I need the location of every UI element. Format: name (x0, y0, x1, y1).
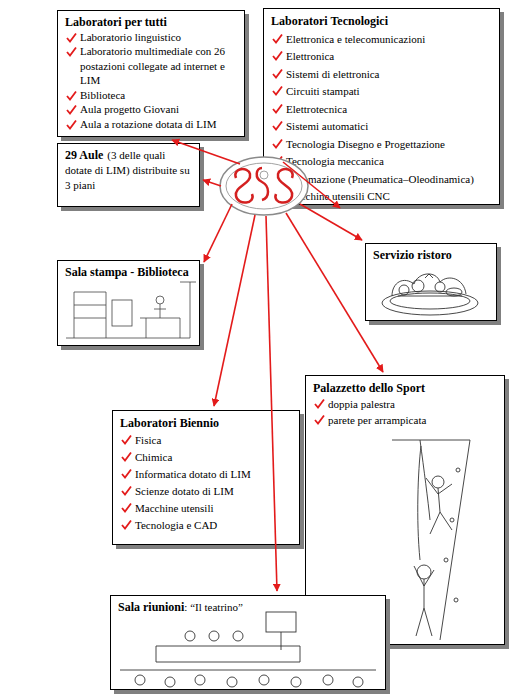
list-text: doppia palestra (328, 398, 395, 410)
list-text: Macchine utensili (135, 502, 214, 514)
list-item: Tecnologia meccanica (271, 153, 493, 171)
list-text: Tecnologia e CAD (135, 519, 217, 531)
box-heading: Palazzetto dello Sport (313, 380, 498, 396)
list-item: Laboratorio linguistico (65, 30, 238, 45)
box-heading: 29 Aule (65, 148, 103, 162)
list-item: Biblioteca (65, 88, 238, 103)
list-item: Macchine utensili (120, 500, 293, 517)
box-heading: Laboratori Biennio (120, 415, 293, 432)
check-mark (272, 138, 283, 149)
list-item: Automazione (Pneumatica–Oleodinamica) (271, 171, 493, 189)
list-item: Elettrotecnica (271, 101, 493, 119)
list-text: Elettrotecnica (286, 103, 347, 115)
box-text: : “Il teatrino” (184, 601, 243, 613)
list-item: Sistemi automatici (271, 118, 493, 136)
list-item: Circuiti stampati (271, 83, 493, 101)
list-item: Macchine utensili CNC (271, 188, 493, 206)
list-item: Aula a rotazione dotata di LIM (65, 117, 238, 132)
list-text: Informatica dotato di LIM (135, 468, 251, 480)
box-heading: Sala riunioni (118, 600, 184, 614)
check-mark (272, 190, 283, 201)
lab-box: Laboratori BiennioFisicaChimicaInformati… (112, 410, 300, 545)
check-mark (66, 90, 77, 101)
list-text: Elettronica e telecomunicazioni (286, 33, 425, 45)
check-mark (121, 451, 132, 462)
check-mark (66, 46, 77, 57)
list-text: Sistemi automatici (286, 120, 368, 132)
list-item: Tecnologia Disegno e Progettazione (271, 136, 493, 154)
box-heading: Laboratori Tecnologici (271, 13, 493, 31)
box-heading: Sala stampa - Biblioteca (65, 265, 193, 280)
list-item: Elettronica (271, 48, 493, 66)
check-mark (272, 68, 283, 79)
list-text: Circuiti stampati (286, 85, 360, 97)
list-text: Chimica (135, 451, 172, 463)
list-text: Biblioteca (80, 89, 125, 101)
list-text: parete per arrampicata (328, 414, 426, 426)
check-mark (314, 398, 325, 409)
list-item: Aula progetto Giovani (65, 102, 238, 117)
check-mark (121, 485, 132, 496)
list-item: Informatica dotato di LIM (120, 466, 293, 483)
check-mark (121, 519, 132, 530)
classroom-box: 29 Aule(3 delle quali dotate di LIM) dis… (57, 143, 200, 207)
list-item: Laboratorio multimediale con 26 postazio… (65, 44, 238, 88)
list-item: Chimica (120, 449, 293, 466)
list-text: Tecnologia Disegno e Progettazione (286, 138, 445, 150)
list-text: Aula a rotazione dotata di LIM (80, 118, 217, 130)
check-mark (121, 468, 132, 479)
check-mark (272, 33, 283, 44)
check-mark (272, 120, 283, 131)
list-text: Laboratorio multimediale con 26 postazio… (80, 45, 225, 86)
list-item: Sistemi di elettronica (271, 66, 493, 84)
list-text: Macchine utensili CNC (286, 190, 390, 202)
list-item: Scienze dotato di LIM (120, 483, 293, 500)
check-mark (272, 155, 283, 166)
lab-box: Laboratori per tuttiLaboratorio linguist… (57, 10, 245, 137)
service-box: Servizio ristoro (365, 243, 497, 321)
room-box: Sala riunioni: “Il teatrino” (110, 595, 386, 690)
list-item: parete per arrampicata (313, 412, 498, 428)
list-text: Automazione (Pneumatica–Oleodinamica) (286, 173, 474, 185)
check-mark (314, 414, 325, 425)
lab-box: Laboratori TecnologiciElettronica e tele… (263, 8, 500, 205)
check-mark (121, 502, 132, 513)
box-heading: Laboratori per tutti (65, 15, 238, 30)
check-mark (121, 434, 132, 445)
box-heading: Servizio ristoro (373, 248, 490, 263)
list-text: Elettronica (286, 50, 334, 62)
check-mark (272, 103, 283, 114)
list-item: Elettronica e telecomunicazioni (271, 31, 493, 49)
list-text: Aula progetto Giovani (80, 103, 179, 115)
list-text: Tecnologia meccanica (286, 155, 384, 167)
check-mark (66, 104, 77, 115)
check-mark (272, 85, 283, 96)
list-text: Sistemi di elettronica (286, 68, 379, 80)
list-text: Scienze dotato di LIM (135, 485, 234, 497)
check-mark (272, 50, 283, 61)
service-box: Sala stampa - Biblioteca (57, 260, 200, 346)
list-item: Tecnologia e CAD (120, 517, 293, 534)
list-item: doppia palestra (313, 396, 498, 412)
check-mark (66, 119, 77, 130)
check-mark (66, 32, 77, 43)
list-item: Fisica (120, 432, 293, 449)
list-text: Laboratorio linguistico (80, 31, 181, 43)
check-mark (272, 173, 283, 184)
list-text: Fisica (135, 434, 161, 446)
